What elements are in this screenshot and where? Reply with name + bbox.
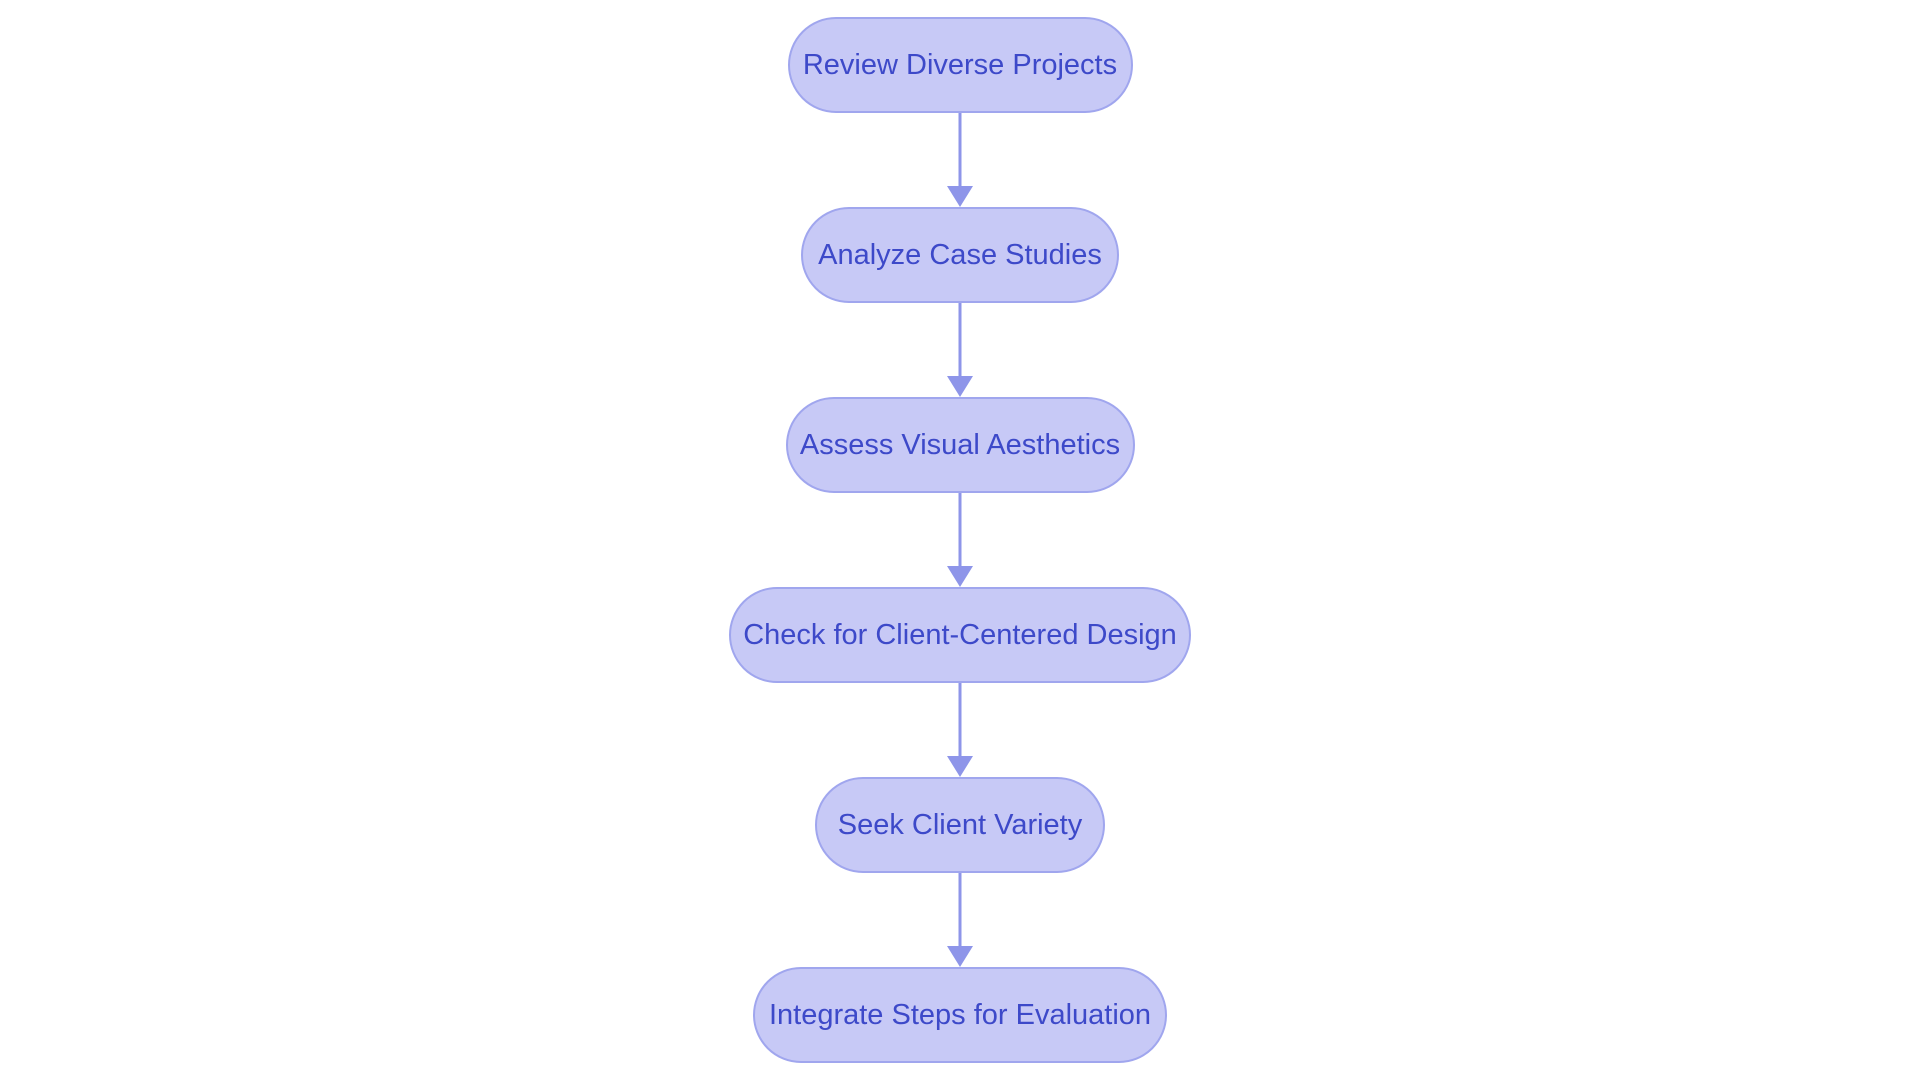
arrow-down-icon	[947, 566, 973, 587]
flow-node-check-for-client-centered-design: Check for Client-Centered Design	[729, 587, 1191, 683]
flow-node-seek-client-variety: Seek Client Variety	[815, 777, 1105, 873]
flow-node-review-diverse-projects: Review Diverse Projects	[787, 17, 1133, 113]
arrow-down-icon	[947, 186, 973, 207]
node-label: Seek Client Variety	[837, 808, 1083, 841]
node-label: Review Diverse Projects	[802, 48, 1118, 81]
flow-node-analyze-case-studies: Analyze Case Studies	[801, 207, 1119, 303]
flow-arrow-1	[947, 113, 973, 207]
flow-node-integrate-steps-for-evaluation: Integrate Steps for Evaluation	[753, 967, 1167, 1063]
flow-arrow-4	[947, 683, 973, 777]
arrow-line	[958, 873, 962, 948]
flow-node-assess-visual-aesthetics: Assess Visual Aesthetics	[785, 397, 1135, 493]
arrow-line	[958, 683, 962, 758]
node-label: Integrate Steps for Evaluation	[768, 998, 1152, 1031]
arrow-line	[958, 303, 962, 378]
flow-arrow-5	[947, 873, 973, 967]
arrow-line	[958, 493, 962, 568]
arrow-down-icon	[947, 946, 973, 967]
flow-arrow-3	[947, 493, 973, 587]
flow-arrow-2	[947, 303, 973, 397]
node-label: Analyze Case Studies	[818, 238, 1102, 271]
arrow-down-icon	[947, 756, 973, 777]
node-label: Check for Client-Centered Design	[743, 618, 1177, 651]
arrow-down-icon	[947, 376, 973, 397]
node-label: Assess Visual Aesthetics	[799, 428, 1121, 461]
arrow-line	[958, 113, 962, 188]
